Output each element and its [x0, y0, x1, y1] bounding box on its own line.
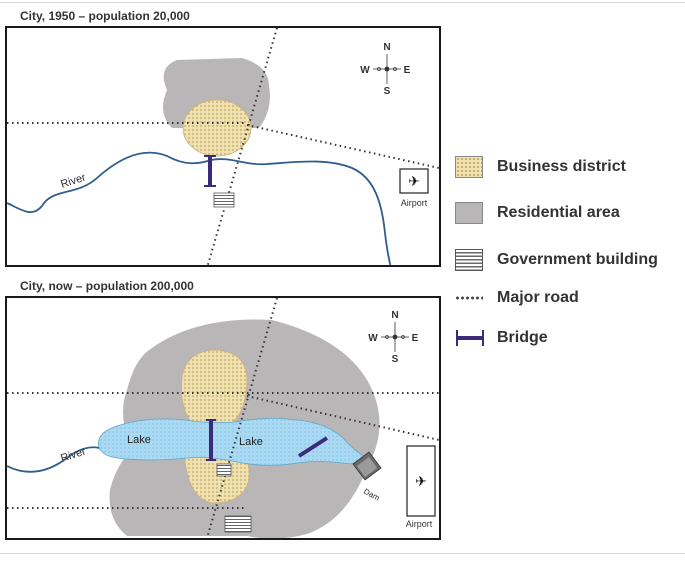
legend-residential: Residential area: [455, 202, 620, 224]
airport-icon: ✈: [415, 473, 427, 489]
major-roads: [7, 298, 439, 538]
lake-label-right: Lake: [239, 436, 263, 448]
airport: [406, 445, 436, 517]
legend-government-label: Government building: [497, 251, 658, 268]
legend-business-label: Business district: [497, 158, 626, 175]
airport-label: Airport: [406, 519, 433, 529]
compass-n: N: [391, 310, 398, 321]
legend-bridge-label: Bridge: [497, 329, 548, 346]
business-district: [182, 99, 252, 157]
map-now-title: City, now – population 200,000: [20, 279, 194, 293]
dam-label: Dam: [362, 487, 381, 503]
map-now: Dam ✈ Airport River Lake Lake N S W E: [5, 296, 441, 540]
compass-e: E: [412, 333, 419, 344]
airport-icon: ✈: [408, 173, 420, 189]
major-roads: [7, 28, 439, 265]
compass-s: S: [384, 86, 391, 97]
dam-icon: [352, 451, 382, 481]
legend-residential-label: Residential area: [497, 204, 620, 221]
compass-icon: [373, 54, 401, 84]
map-now-drawing: Dam ✈ Airport River Lake Lake N S W E: [7, 298, 439, 538]
government-building-1: [216, 463, 232, 477]
bridge-swatch: [455, 327, 485, 349]
airport: [399, 168, 429, 194]
map-1950-title: City, 1950 – population 20,000: [20, 9, 190, 23]
legend-business: Business district: [455, 156, 626, 178]
compass-w: W: [368, 333, 378, 344]
major-road-swatch: [455, 287, 483, 309]
legend-road-label: Major road: [497, 289, 579, 306]
river-label: River: [59, 445, 87, 464]
lake-label-left: Lake: [127, 434, 151, 446]
airport-label: Airport: [401, 198, 428, 208]
river: [7, 151, 392, 265]
legend-road: Major road: [455, 287, 579, 309]
government-building: [213, 192, 235, 208]
government-building-swatch: [455, 249, 483, 271]
compass-w: W: [360, 65, 370, 76]
bridge: [204, 155, 216, 187]
legend-government: Government building: [455, 249, 658, 271]
bridge-east: [297, 436, 329, 458]
business-district-swatch: [455, 156, 483, 178]
river: [7, 446, 100, 473]
river-label: River: [59, 171, 87, 190]
compass-e: E: [404, 65, 411, 76]
map-1950: ✈ Airport River N S W E: [5, 26, 441, 267]
compass-s: S: [392, 354, 399, 365]
business-district-north: [181, 349, 248, 424]
residential-area-swatch: [455, 202, 483, 224]
bridge-central: [206, 419, 216, 461]
government-building-2: [224, 515, 252, 533]
map-1950-drawing: ✈ Airport River N S W E: [7, 28, 439, 265]
legend-bridge: Bridge: [455, 327, 548, 349]
top-divider: [0, 2, 685, 3]
bottom-divider: [0, 553, 685, 554]
compass-icon: [381, 322, 409, 352]
compass-n: N: [383, 42, 390, 53]
